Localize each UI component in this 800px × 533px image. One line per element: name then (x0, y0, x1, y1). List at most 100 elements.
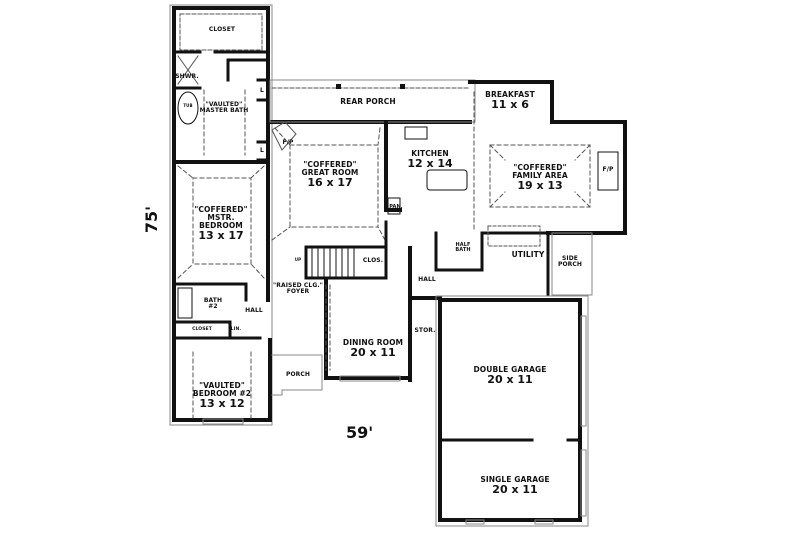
front-porch (271, 354, 323, 396)
rear-porch (269, 79, 476, 123)
master-bedroom-coffer (192, 177, 252, 265)
bedroom2-window (202, 418, 244, 425)
room-name: HALL (418, 276, 436, 283)
family-coffer-diag (489, 144, 591, 208)
great-room-fireplace (271, 121, 297, 151)
utility-counters (487, 225, 541, 247)
porch-column-1 (336, 84, 341, 89)
kitchen-west-wall (384, 120, 402, 212)
family-coffer (489, 144, 591, 208)
room-dimension: 19 x 13 (517, 178, 563, 192)
room-name: STOR. (414, 327, 436, 334)
room-name: BATH #2 (203, 297, 223, 311)
garage-outline (435, 295, 589, 527)
room-name: UTILITY (511, 250, 545, 259)
room-name: HALL (245, 307, 263, 314)
kitchen-island (426, 169, 468, 191)
room-stairs: UP (294, 257, 302, 262)
room-name: "COFFERED" MSTR. BEDROOM (194, 205, 248, 230)
room-name: HALF BATH (455, 242, 471, 254)
garage-window-1 (465, 519, 485, 525)
garage-window-2 (534, 519, 554, 525)
room-master-bath: "VAULTED" MASTER BATH (199, 101, 249, 115)
master-bath-wall (172, 58, 270, 90)
kitchen-sink (404, 126, 428, 140)
room-name: CLOSET (192, 327, 212, 332)
room-utility: UTILITY (512, 251, 545, 259)
room-dimension: 16 x 17 (307, 175, 353, 189)
room-closet-small: CLOS. (362, 257, 384, 264)
room-name: LIN. (230, 327, 242, 332)
family-fireplace (597, 151, 619, 191)
room-dimension: 12 x 14 (407, 156, 453, 170)
garage-door-2 (580, 449, 587, 517)
room-shower: SHWR. (175, 73, 199, 80)
room-hall-left: HALL (245, 307, 263, 314)
room-dimension: 11 x 6 (491, 97, 529, 111)
room-name: L (260, 147, 264, 154)
room-name: BREAKFAST (485, 90, 535, 99)
room-closet: CLOSET (209, 26, 235, 33)
stair-treads (311, 246, 355, 279)
room-lav-1: L (260, 87, 264, 94)
room-hall-right: HALL (418, 276, 436, 283)
master-bath-dash (203, 89, 246, 156)
room-pantry: PAN. (389, 204, 403, 210)
room-side-porch: SIDE PORCH (555, 255, 585, 269)
room-name: "COFFERED" FAMILY AREA (512, 163, 568, 180)
bedroom2-dash (192, 351, 252, 419)
room-name: "COFFERED" GREAT ROOM (301, 160, 359, 177)
foyer-dash (325, 284, 331, 371)
porch-column-2 (400, 84, 405, 89)
master-bedroom-coffer-diag (177, 165, 265, 279)
room-name: DOUBLE GARAGE (473, 365, 547, 374)
room-porch: PORCH (285, 371, 311, 378)
room-name: F/P (602, 166, 614, 173)
lav-wall (256, 78, 270, 162)
room-rear-porch: REAR PORCH (340, 98, 396, 106)
pantry (387, 197, 401, 215)
shower-x (177, 55, 199, 85)
breakfast-wall (468, 80, 627, 235)
room-great-room-fp: F/P (282, 139, 294, 146)
room-dimension: 20 x 11 (487, 372, 533, 386)
overall-width-label: 59' (346, 423, 374, 442)
room-name: SIDE PORCH (557, 255, 583, 269)
dining-window (339, 375, 401, 382)
room-name: "VAULTED" BEDROOM #2 (192, 381, 252, 398)
room-name: L (260, 87, 264, 94)
bath2-tub (177, 287, 193, 319)
room-dimension: 20 x 11 (350, 345, 396, 359)
room-name: SHWR. (175, 73, 199, 80)
room-name: SINGLE GARAGE (480, 475, 550, 484)
side-porch (551, 232, 593, 296)
stair-closet (304, 220, 388, 280)
room-storage: STOR. (414, 327, 436, 334)
room-foyer: "RAISED CLG." FOYER (263, 282, 333, 296)
room-name: CLOS. (362, 257, 384, 264)
garage-wall (438, 298, 582, 522)
tub-icon (177, 91, 199, 125)
room-dimension: 13 x 12 (199, 396, 245, 410)
great-room-coffer-diag (271, 127, 386, 241)
room-name: PAN. (389, 204, 403, 210)
room-dimension: 20 x 11 (492, 482, 538, 496)
room-name: F/P (282, 139, 294, 146)
room-name: PORCH (285, 371, 311, 378)
room-name: UP (294, 257, 302, 262)
overall-depth-label: 75' (142, 205, 162, 234)
room-tub: TUB (183, 103, 192, 108)
room-linen: LIN. (230, 327, 242, 333)
room-name: REAR PORCH (340, 97, 396, 106)
bath2-wall (172, 282, 262, 340)
closet-shelf (179, 13, 263, 51)
room-name: DINING ROOM (342, 338, 404, 347)
